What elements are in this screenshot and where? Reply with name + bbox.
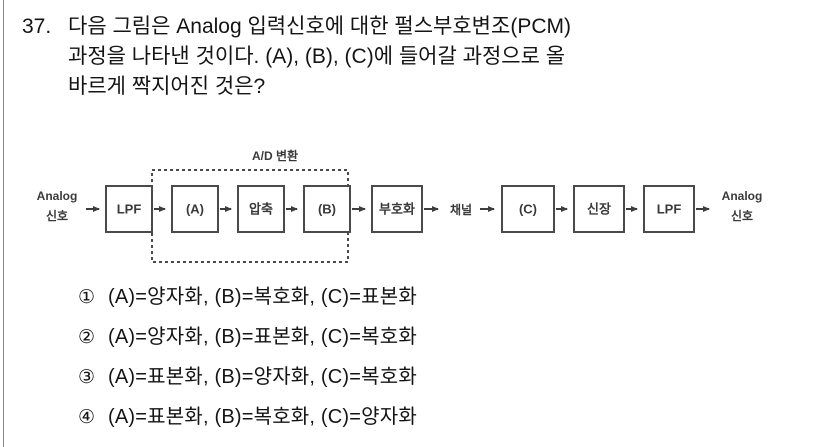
pcm-block-diagram-svg: A/D 변환 Analog 신호 LPF (A) 압축 (B) 부호화 <box>37 148 763 263</box>
block-stage-c-label: (C) <box>519 201 537 216</box>
choice-option-1[interactable]: ① (A)=양자화, (B)=복호화, (C)=표본화 <box>78 277 698 317</box>
diagram-group-label: A/D 변환 <box>252 148 298 163</box>
block-compress <box>237 185 285 233</box>
question-line-3: 바르게 짝지어진 것은? <box>68 75 266 98</box>
block-expand <box>573 185 625 233</box>
page-left-border <box>3 0 4 447</box>
block-lpf-in <box>105 185 153 233</box>
block-stage-a-label: (A) <box>186 201 204 216</box>
question-first-row: 37. 다음 그림은 Analog 입력신호에 대한 펄스부호변조(PCM) 과… <box>22 12 722 102</box>
answer-choices: ① (A)=양자화, (B)=복호화, (C)=표본화 ② (A)=양자화, (… <box>78 277 698 437</box>
choice-4-text: (A)=표본화, (B)=복호화, (C)=양자화 <box>108 406 417 428</box>
question-number: 37. <box>22 15 52 38</box>
choice-4-marker: ④ <box>78 407 96 428</box>
block-stage-a <box>171 185 219 233</box>
block-encode <box>371 185 423 233</box>
output-signal-label-line1: Analog <box>722 189 763 203</box>
output-signal-label-line2: 신호 <box>731 208 753 223</box>
choice-1-marker: ① <box>78 287 96 308</box>
question-text: 다음 그림은 Analog 입력신호에 대한 펄스부호변조(PCM) 과정을 나… <box>68 12 722 102</box>
block-compress-label: 압축 <box>249 201 273 216</box>
question-line-1: 다음 그림은 Analog 입력신호에 대한 펄스부호변조(PCM) <box>68 15 571 38</box>
block-lpf-out-label: LPF <box>657 201 682 216</box>
choice-option-4[interactable]: ④ (A)=표본화, (B)=복호화, (C)=양자화 <box>78 397 698 437</box>
question-block: 37. 다음 그림은 Analog 입력신호에 대한 펄스부호변조(PCM) 과… <box>22 12 722 102</box>
block-expand-label: 신장 <box>587 201 611 216</box>
input-signal-label-line2: 신호 <box>46 208 68 223</box>
block-encode-label: 부호화 <box>379 201 415 216</box>
block-lpf-in-label: LPF <box>117 201 142 216</box>
choice-option-3[interactable]: ③ (A)=표본화, (B)=양자화, (C)=복호화 <box>78 357 698 397</box>
choice-1-text: (A)=양자화, (B)=복호화, (C)=표본화 <box>108 286 417 308</box>
block-stage-b-label: (B) <box>318 201 336 216</box>
block-stage-b <box>303 185 351 233</box>
input-signal-label-line1: Analog <box>37 189 78 203</box>
block-lpf-out <box>643 185 695 233</box>
choice-3-marker: ③ <box>78 367 96 388</box>
choice-2-text: (A)=양자화, (B)=표본화, (C)=복호화 <box>108 326 417 348</box>
channel-label: 채널 <box>450 202 472 217</box>
choice-2-marker: ② <box>78 327 96 348</box>
choice-option-2[interactable]: ② (A)=양자화, (B)=표본화, (C)=복호화 <box>78 317 698 357</box>
choice-3-text: (A)=표본화, (B)=양자화, (C)=복호화 <box>108 366 417 388</box>
pcm-block-diagram: A/D 변환 Analog 신호 LPF (A) 압축 (B) 부호화 <box>24 140 784 270</box>
question-line-2: 과정을 나타낸 것이다. (A), (B), (C)에 들어갈 과정으로 올 <box>68 45 566 68</box>
block-stage-c <box>501 185 555 233</box>
